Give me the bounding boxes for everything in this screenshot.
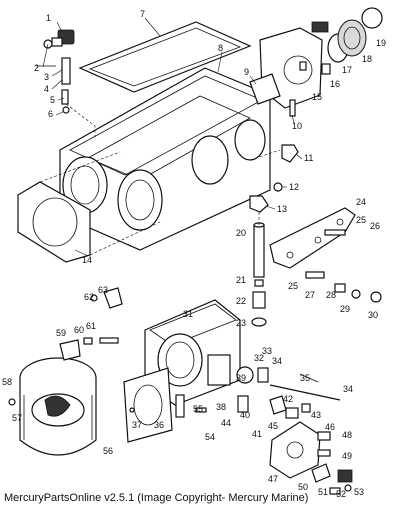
callout-52: 52 [336,489,346,499]
callout-18: 18 [362,54,372,64]
callout-51: 51 [318,487,328,497]
callout-32: 32 [254,353,264,363]
callout-43: 43 [311,410,321,420]
callout-22: 22 [236,296,246,306]
callout-38: 38 [216,402,226,412]
part-iac-assembly [249,7,383,117]
callout-23: 23 [236,318,246,328]
part-fittings [249,144,299,213]
callout-25: 25 [356,215,366,225]
callout-25b: 25 [288,281,298,291]
callout-53: 53 [354,487,364,497]
part-sensor-group [36,29,96,140]
part-small-brackets [59,287,123,361]
callout-33: 33 [262,346,272,356]
callout-15: 15 [312,92,322,102]
callout-5: 5 [50,95,55,105]
callout-47: 47 [268,474,278,484]
callout-63: 63 [98,285,108,295]
callout-29: 29 [340,304,350,314]
part-linkage-shaft [236,366,341,419]
callout-13: 13 [277,204,287,214]
callout-49: 49 [342,451,352,461]
part-cover-plate [78,21,252,93]
callout-36: 36 [154,420,164,430]
part-throttle-bracket [269,207,382,303]
callout-6: 6 [48,109,53,119]
callout-39: 39 [236,373,246,383]
callout-3: 3 [44,72,49,82]
callout-20: 20 [236,228,246,238]
callout-62: 62 [84,292,94,302]
callout-16: 16 [330,79,340,89]
callout-55: 55 [193,404,203,414]
callout-24: 24 [356,197,366,207]
callout-35: 35 [300,373,310,383]
callout-30: 30 [368,310,378,320]
callout-46: 46 [325,422,335,432]
callout-4: 4 [44,84,49,94]
copyright-caption: MercuryPartsOnline v2.5.1 (Image Copyrig… [4,492,309,504]
callout-labels: 1 2 3 4 5 6 7 8 9 10 11 12 13 14 15 16 1… [2,9,386,499]
callout-12: 12 [289,182,299,192]
callout-27: 27 [305,290,315,300]
callout-56: 56 [103,446,113,456]
callout-60: 60 [74,325,84,335]
callout-42: 42 [283,394,293,404]
callout-41: 41 [252,429,262,439]
callout-34b: 34 [343,384,353,394]
callout-21: 21 [236,275,246,285]
callout-28: 28 [326,290,336,300]
callout-7: 7 [140,9,145,19]
callout-50: 50 [298,482,308,492]
leader-lines [42,17,303,257]
callout-19: 19 [376,38,386,48]
callout-9: 9 [244,67,249,77]
callout-11: 11 [304,153,313,163]
part-injector-stack [251,212,267,327]
part-flange-gasket [17,151,161,263]
callout-1: 1 [46,13,51,23]
callout-54: 54 [205,432,215,442]
callout-10: 10 [292,121,302,131]
part-throttle-gasket [123,367,173,443]
callout-2: 2 [34,63,39,73]
callout-40: 40 [240,410,250,420]
callout-31: 31 [183,309,193,319]
callout-48: 48 [342,430,352,440]
callout-34: 34 [272,356,282,366]
part-sensor-lower-group [269,421,353,495]
callout-8: 8 [218,43,223,53]
callout-37: 37 [132,420,142,430]
callout-44: 44 [221,418,231,428]
callout-57: 57 [12,413,22,423]
callout-17: 17 [342,65,352,75]
callout-61: 61 [86,321,96,331]
callout-14: 14 [82,255,92,265]
callout-26: 26 [370,221,380,231]
part-flame-arrestor [19,357,97,456]
part-small-hardware [8,394,207,418]
callout-45: 45 [268,421,278,431]
callout-59: 59 [56,328,66,338]
part-intake-plenum [59,67,271,251]
callout-58: 58 [2,377,12,387]
